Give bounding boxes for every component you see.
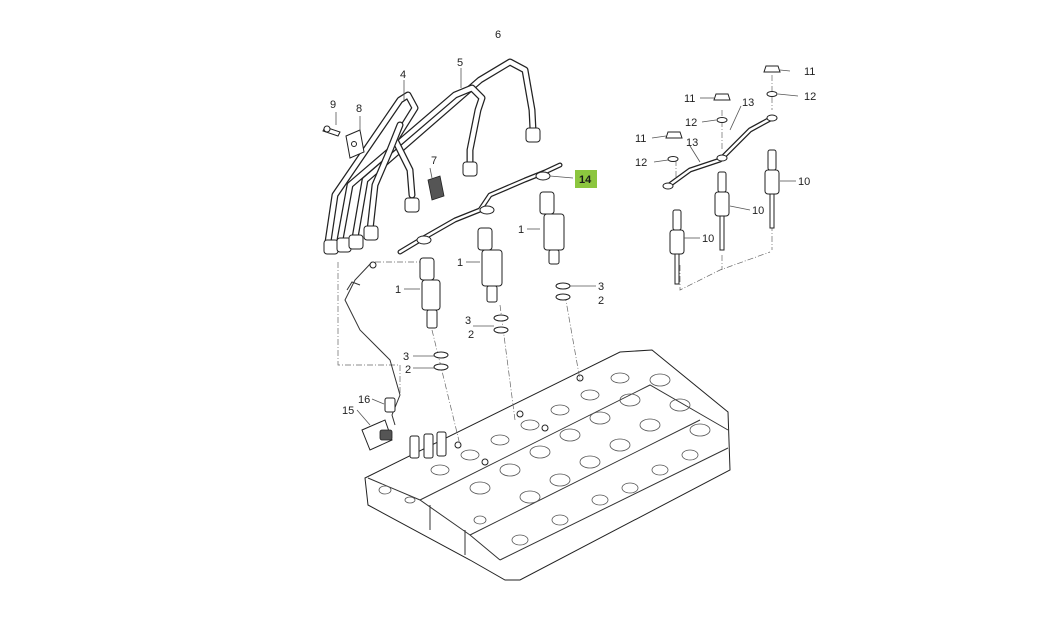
callout-6[interactable]: 6	[495, 29, 501, 41]
callout-1-left[interactable]: 1	[395, 284, 401, 296]
injector-right	[539, 191, 565, 265]
callout-2-middle[interactable]: 2	[468, 329, 474, 341]
callout-11-nut-right[interactable]: 11	[804, 66, 815, 78]
callout-3-middle[interactable]: 3	[465, 315, 471, 327]
callout-1-right[interactable]: 1	[518, 224, 524, 236]
callout-8[interactable]: 8	[356, 103, 362, 115]
alignment-lines	[337, 75, 773, 446]
callout-11-nut-mid[interactable]: 11	[684, 93, 695, 105]
injectors	[419, 191, 565, 329]
cylinder-head	[364, 349, 731, 581]
callout-11-nut-left[interactable]: 11	[635, 133, 646, 145]
callout-13-busbar-upper[interactable]: 13	[742, 97, 754, 109]
callout-9[interactable]: 9	[330, 99, 336, 111]
callout-12-washer-left[interactable]: 12	[635, 157, 647, 169]
callout-16[interactable]: 16	[358, 394, 370, 406]
callout-3-left[interactable]: 3	[403, 351, 409, 363]
callout-2-right[interactable]: 2	[598, 295, 604, 307]
callout-13-busbar-lower[interactable]: 13	[686, 137, 698, 149]
callout-7[interactable]: 7	[431, 155, 437, 167]
clamps	[322, 125, 445, 201]
callout-14-highlight	[575, 170, 597, 188]
callouts: 6 5 4 9 8 7 14 1 1 1 3 2 3 2 3 2 16 15 1…	[330, 29, 816, 417]
callout-10-plug-right[interactable]: 10	[798, 176, 810, 188]
callout-1-middle[interactable]: 1	[457, 257, 463, 269]
callout-5[interactable]: 5	[457, 57, 463, 69]
sensor-harness	[344, 261, 401, 451]
injection-pipes	[323, 58, 541, 255]
callout-3-right[interactable]: 3	[598, 281, 604, 293]
callout-12-washer-mid[interactable]: 12	[685, 117, 697, 129]
washers	[433, 282, 571, 371]
injector-middle	[477, 227, 503, 303]
glow-plug-assembly	[662, 65, 781, 285]
callout-2-left[interactable]: 2	[405, 364, 411, 376]
injector-left	[419, 257, 441, 329]
callout-14[interactable]: 14	[579, 174, 592, 186]
callout-15[interactable]: 15	[342, 405, 354, 417]
callout-4[interactable]: 4	[400, 69, 406, 81]
callout-12-washer-right[interactable]: 12	[804, 91, 816, 103]
leader-lines	[335, 68, 799, 426]
callout-10-plug-middle[interactable]: 10	[752, 205, 764, 217]
callout-10-plug-left[interactable]: 10	[702, 233, 714, 245]
